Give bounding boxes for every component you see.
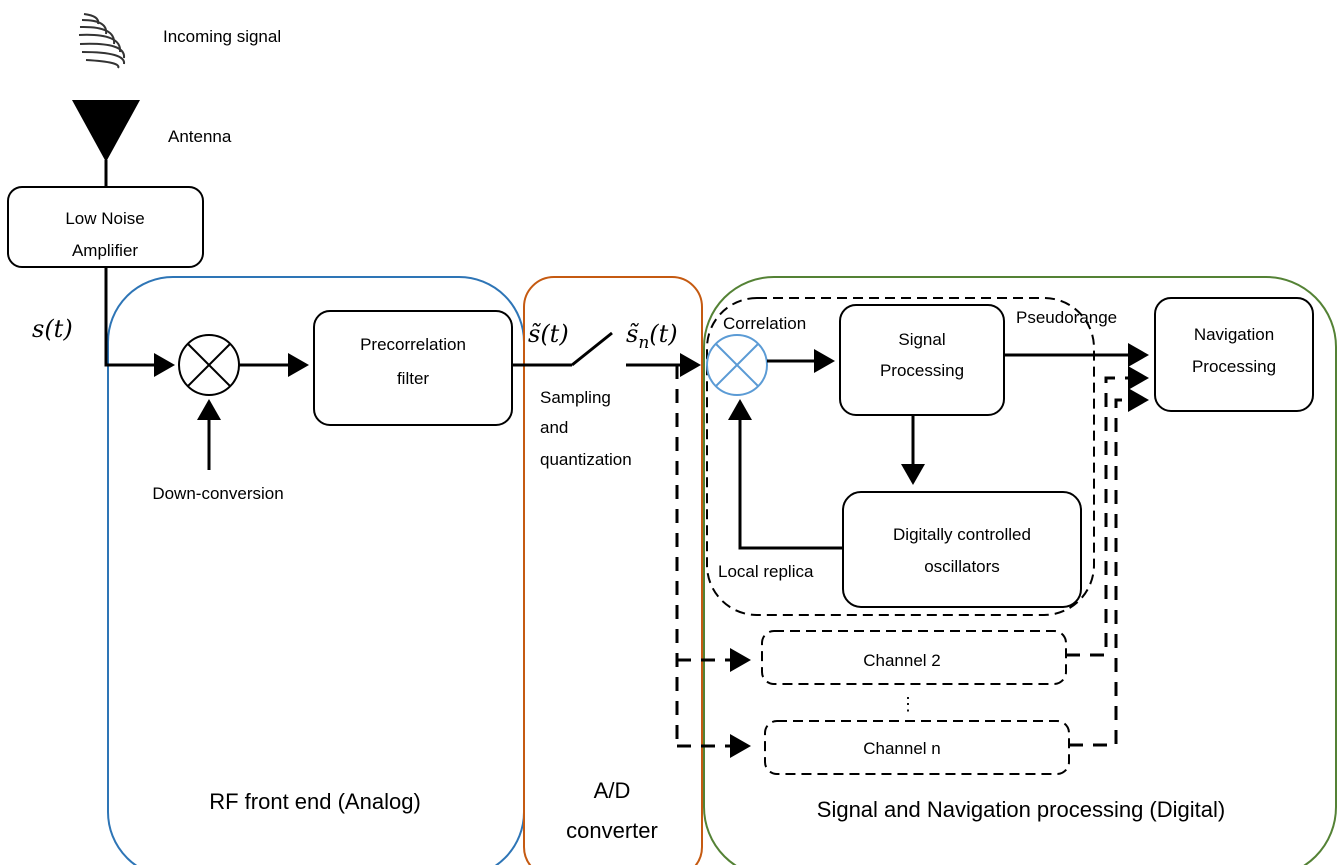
antenna-label: Antenna <box>168 127 232 146</box>
channel-2-box <box>761 630 1067 685</box>
channel-n-label: Channel n <box>863 739 941 758</box>
navigation-processing-box <box>1154 297 1314 412</box>
precorrelation-filter-box <box>313 310 513 426</box>
channel-n-output-line <box>1069 388 1149 747</box>
signal-s-tilde-t: s̃(t) <box>528 320 569 348</box>
lna-label-line2: Amplifier <box>72 241 138 260</box>
channel-n-box <box>764 720 1070 775</box>
dco-label-line1: Digitally controlled <box>893 525 1031 544</box>
ad-converter-label-line1: A/D <box>594 778 631 803</box>
channel-ellipsis: ⋮ <box>899 694 917 714</box>
dco-label-line2: oscillators <box>924 557 1000 576</box>
sampling-label-line2: and <box>540 418 568 437</box>
local-replica-label: Local replica <box>718 562 814 581</box>
signal-processing-label-line2: Processing <box>880 361 964 380</box>
down-conversion-label: Down-conversion <box>152 484 283 503</box>
sampling-label-line3: quantization <box>540 450 632 469</box>
ad-converter-label-line2: converter <box>566 818 658 843</box>
channel-2-output-line <box>1066 366 1149 657</box>
lna-output-line <box>104 267 175 377</box>
sampling-label-line1: Sampling <box>540 388 611 407</box>
signal-s-tilde-n: s̃n(t) <box>626 320 678 353</box>
signal-processing-label-line1: Signal <box>898 330 945 349</box>
navigation-label-line1: Navigation <box>1194 325 1274 344</box>
precorrelation-label-line1: Precorrelation <box>360 335 466 354</box>
digital-processing-label: Signal and Navigation processing (Digita… <box>817 797 1225 822</box>
precorrelation-label-line2: filter <box>397 369 429 388</box>
digital-processing-region <box>703 276 1337 865</box>
dco-box <box>842 491 1082 608</box>
incoming-signal-icon <box>78 13 126 69</box>
correlation-label: Correlation <box>723 314 806 333</box>
antenna-icon <box>72 100 140 162</box>
rf-front-end-label: RF front end (Analog) <box>209 789 421 814</box>
mixer-icon <box>178 334 240 396</box>
sampling-switch <box>571 331 613 367</box>
local-replica-feedback-arrow <box>728 399 843 550</box>
tracking-channel-boundary <box>706 297 1095 616</box>
signal-processing-box <box>839 304 1005 416</box>
correlator-icon <box>706 334 768 396</box>
ad-converter-region <box>523 276 703 865</box>
channel-2-label: Channel 2 <box>863 651 941 670</box>
lna-label-line1: Low Noise <box>65 209 144 228</box>
navigation-label-line2: Processing <box>1192 357 1276 376</box>
signal-s-t: s(t) <box>32 315 73 343</box>
pseudorange-label: Pseudorange <box>1016 308 1117 327</box>
incoming-signal-label: Incoming signal <box>163 27 281 46</box>
